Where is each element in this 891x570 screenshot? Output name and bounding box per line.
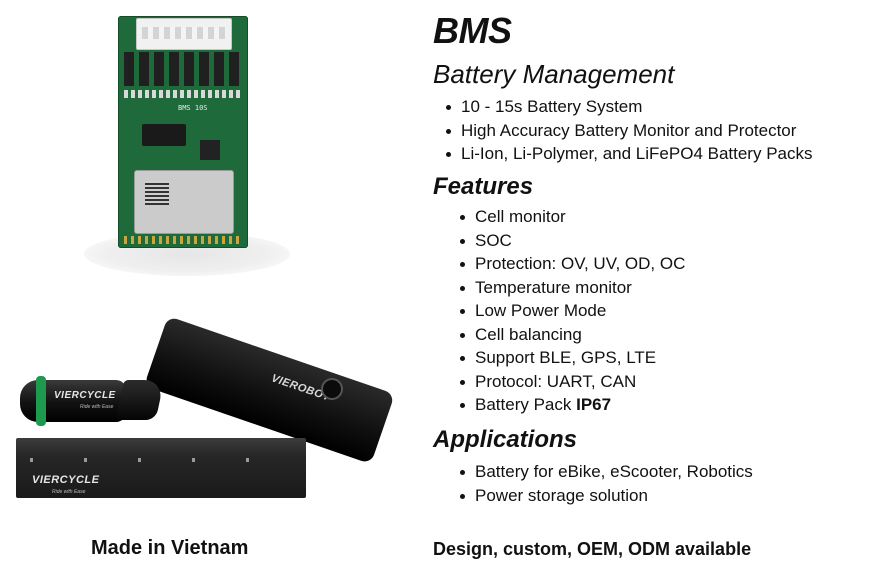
list-item: Cell monitor: [458, 205, 685, 229]
pcb-connector: [136, 18, 232, 50]
pcb-wireless-module: [134, 170, 234, 234]
pcb-silkscreen: BMS 10S: [178, 104, 208, 112]
features-heading: Features: [433, 173, 534, 200]
list-item: Protocol: UART, CAN: [458, 370, 685, 394]
ip-rating: IP67: [576, 395, 612, 414]
list-item: Support BLE, GPS, LTE: [458, 346, 685, 370]
pcb-resistor-row: [124, 90, 242, 98]
pcb-header-pins: [124, 236, 242, 244]
features-list: Cell monitor SOC Protection: OV, UV, OD,…: [458, 205, 685, 417]
plate-screw-holes: [30, 458, 292, 462]
viercycle-plate-battery-image: [16, 438, 306, 498]
cylinder-mount-cap: [115, 380, 165, 420]
list-item: Battery Pack IP67: [458, 393, 685, 417]
applications-heading: Applications: [433, 426, 578, 453]
viercycle-tagline: Ride with Ease: [80, 404, 114, 410]
page-subtitle: Battery Management: [433, 59, 675, 89]
list-item: Battery for eBike, eScooter, Robotics: [458, 460, 753, 484]
availability-label: Design, custom, OEM, ODM available: [433, 539, 752, 559]
battery-connector-port: [321, 378, 343, 400]
list-item: Protection: OV, UV, OD, OC: [458, 252, 685, 276]
list-item: Temperature monitor: [458, 276, 685, 300]
viercycle-logo: VIERCYCLE: [32, 474, 100, 486]
pcb-chip: [142, 124, 186, 146]
intro-bullet-list: 10 - 15s Battery System High Accuracy Ba…: [444, 95, 813, 166]
list-item: High Accuracy Battery Monitor and Protec…: [444, 119, 813, 143]
list-item: Low Power Mode: [458, 299, 685, 323]
list-item: SOC: [458, 229, 685, 253]
pcb-chip-small: [200, 140, 220, 160]
viercycle-tagline: Ride with Ease: [52, 489, 86, 495]
made-in-label: Made in Vietnam: [91, 537, 249, 559]
list-item: 10 - 15s Battery System: [444, 95, 813, 119]
applications-list: Battery for eBike, eScooter, Robotics Po…: [458, 460, 753, 507]
cylinder-green-ring: [36, 376, 46, 426]
list-item: Li-Ion, Li-Polymer, and LiFePO4 Battery …: [444, 142, 813, 166]
page-title: BMS: [433, 10, 512, 51]
list-item: Power storage solution: [458, 484, 753, 508]
list-item-text: Battery Pack: [475, 395, 577, 414]
pcb-mosfet-row: [124, 52, 242, 86]
viercycle-logo: VIERCYCLE: [54, 390, 116, 401]
list-item: Cell balancing: [458, 323, 685, 347]
